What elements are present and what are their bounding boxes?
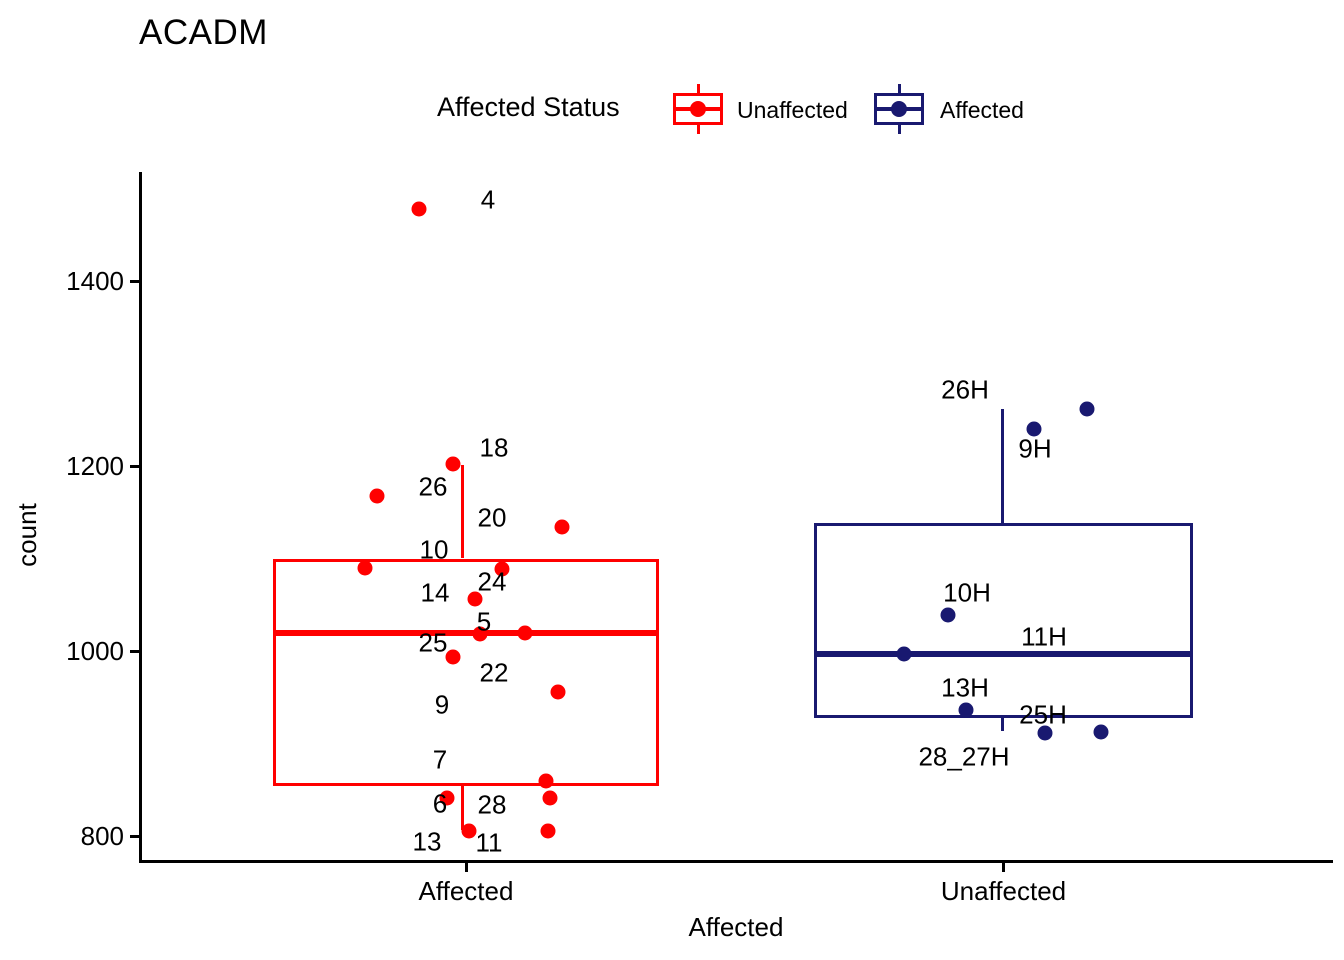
boxplot-upper-whisker bbox=[1000, 408, 1004, 524]
legend-title: Affected Status bbox=[437, 92, 620, 122]
boxplot-median-line bbox=[814, 650, 1193, 657]
data-point bbox=[494, 561, 510, 577]
data-point-label: 4 bbox=[480, 184, 496, 215]
data-point bbox=[1037, 725, 1053, 741]
legend-key-whisker-bottom bbox=[897, 125, 901, 134]
data-point bbox=[896, 646, 912, 662]
legend-key-whisker-top bbox=[696, 84, 700, 93]
x-axis-tick-label: Unaffected bbox=[940, 876, 1067, 906]
data-point bbox=[958, 702, 974, 718]
y-axis-line bbox=[139, 172, 142, 863]
x-axis-line bbox=[139, 860, 1333, 863]
data-point bbox=[411, 201, 427, 217]
boxplot-box bbox=[273, 558, 659, 787]
data-point-label: 28 bbox=[477, 789, 507, 820]
boxplot-lower-whisker bbox=[1000, 717, 1004, 731]
legend-key-whisker-bottom bbox=[696, 125, 700, 134]
data-point bbox=[550, 684, 566, 700]
data-point bbox=[472, 626, 488, 642]
data-point bbox=[369, 488, 385, 504]
data-point-label: 22 bbox=[479, 657, 509, 688]
boxplot-median-line bbox=[273, 630, 659, 637]
data-point-label: 18 bbox=[479, 432, 509, 463]
data-point-label: 26 bbox=[418, 471, 448, 502]
data-point-label: 7 bbox=[432, 744, 448, 775]
data-point-label: 13H bbox=[941, 672, 989, 703]
data-point-label: 11 bbox=[475, 827, 503, 858]
legend-key-dot bbox=[891, 101, 907, 117]
y-axis-tick bbox=[130, 464, 139, 468]
data-point-label: 11H bbox=[1021, 621, 1067, 652]
data-point bbox=[439, 790, 455, 806]
y-axis-tick bbox=[130, 649, 139, 653]
data-point bbox=[1093, 724, 1109, 740]
y-axis-tick bbox=[130, 834, 139, 838]
data-point-label: 13 bbox=[412, 826, 442, 857]
data-point-label: 9 bbox=[434, 689, 450, 720]
data-point-label: 25H bbox=[1019, 699, 1067, 730]
data-point-label: 10 bbox=[419, 534, 449, 565]
x-axis-tick-label: Affected bbox=[418, 876, 514, 906]
boxplot-upper-whisker bbox=[461, 465, 464, 559]
data-point bbox=[540, 823, 556, 839]
data-point-label: 26H bbox=[941, 374, 989, 405]
data-point bbox=[940, 607, 956, 623]
legend-key-box bbox=[874, 93, 924, 125]
legend-key-dot bbox=[690, 101, 706, 117]
x-axis-tick bbox=[464, 863, 468, 872]
data-point bbox=[445, 456, 461, 472]
legend-item-affected-label: Affected bbox=[940, 97, 1024, 123]
data-point-label: 24 bbox=[477, 566, 507, 597]
x-axis-tick bbox=[1002, 863, 1005, 872]
data-point bbox=[445, 649, 461, 665]
legend-key-boxplot-icon bbox=[874, 84, 924, 134]
data-point-label: 9H bbox=[1018, 433, 1052, 464]
y-axis-tick-label: 1200 bbox=[66, 451, 124, 481]
legend-key-whisker-top bbox=[897, 84, 901, 93]
y-axis-tick-label: 1400 bbox=[66, 266, 124, 296]
data-point bbox=[1026, 421, 1042, 437]
y-axis-tick bbox=[130, 279, 139, 283]
legend-key-boxplot-icon bbox=[673, 84, 723, 134]
legend-item-unaffected-label: Unaffected bbox=[737, 97, 848, 123]
boxplot-box bbox=[814, 523, 1193, 718]
boxplot-lower-whisker bbox=[461, 786, 464, 831]
data-point bbox=[357, 560, 373, 576]
x-axis-title: Affected bbox=[688, 912, 784, 942]
data-point bbox=[542, 790, 558, 806]
data-point-label: 10H bbox=[943, 577, 991, 608]
data-point bbox=[517, 625, 533, 641]
data-point bbox=[461, 823, 477, 839]
y-axis-tick-label: 1000 bbox=[66, 636, 124, 666]
y-axis-tick-label: 800 bbox=[80, 821, 124, 851]
data-point bbox=[554, 519, 570, 535]
chart-title: ACADM bbox=[139, 13, 268, 52]
data-point-label: 5 bbox=[476, 606, 492, 637]
data-point bbox=[538, 773, 554, 789]
legend-key-box bbox=[673, 93, 723, 125]
data-point-label: 28_27H bbox=[918, 741, 1010, 772]
data-point bbox=[467, 591, 483, 607]
data-point-label: 6 bbox=[432, 788, 448, 819]
data-point-label: 14 bbox=[420, 577, 450, 608]
data-point bbox=[1079, 401, 1095, 417]
data-point-label: 20 bbox=[477, 502, 507, 533]
data-point-label: 25 bbox=[418, 627, 448, 658]
